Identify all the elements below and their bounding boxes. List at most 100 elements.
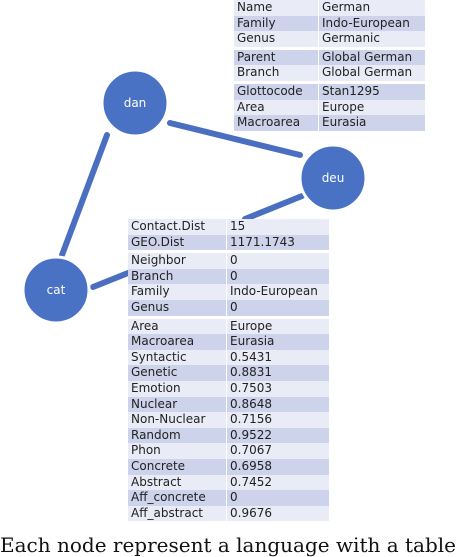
edge-table-value: 0.8648 [226,396,329,413]
language-table-value: Eurasia [318,115,425,131]
edge-cat-deu [90,270,131,290]
language-table-value: Indo-European [318,15,425,32]
edge-table-value: 0.7503 [226,380,329,397]
language-table-spacer [234,80,425,84]
edge-table-key: Aff_abstract [128,505,227,522]
language-table-key: Macroarea [234,115,319,131]
edge-table-key: Family [128,284,227,300]
language-table-value: Germanic [318,31,425,47]
edge-table-spacer [128,315,329,319]
edge-table-value: 0 [226,490,329,506]
language-table-key: Branch [234,65,319,81]
language-table-key: Glottocode [234,83,319,100]
edge-table-value: 0.7067 [226,443,329,459]
node-dan-label: dan [124,96,147,110]
edge-table-key: Emotion [128,380,227,397]
edge-table-value: 0 [226,253,329,269]
edge-table-value: Europe [226,318,329,335]
edge-table-value: 0.6958 [226,458,329,475]
node-cat-label: cat [47,283,66,297]
edge-table-key: Aff_concrete [128,490,227,506]
edge-table-spacer [128,250,329,254]
language-table-value: Global German [318,65,425,81]
edge-table-value: Eurasia [226,334,329,350]
language-table-key: Name [234,0,319,16]
edge-table-value: 0 [226,299,329,316]
edge-table-key: Neighbor [128,253,227,269]
edge-table-key: Nuclear [128,396,227,413]
edge-table-value: 0.7452 [226,474,329,491]
language-table-value: Europe [318,99,425,116]
edge-table-key: Concrete [128,458,227,475]
node-dan[interactable]: dan [100,68,170,138]
node-cat[interactable]: cat [21,255,91,325]
node-dan-circle [100,68,170,138]
edge-table-value: 0.5431 [226,349,329,366]
edge-table-key: Abstract [128,474,227,491]
language-table-key: Parent [234,49,319,66]
language-table-key: Family [234,15,319,32]
node-cat-circle [21,255,91,325]
edge-table-value: Indo-European [226,284,329,300]
edge-table-key: Phon [128,443,227,459]
edge-table-value: 1171.1743 [226,234,329,251]
edge-table-key: Random [128,427,227,444]
edge-deu-table [242,193,305,222]
edge-table-value: 0 [226,268,329,285]
edge-table-key: GEO.Dist [128,234,227,251]
edge-table-value: 0.9522 [226,427,329,444]
language-table-value: German [318,0,425,16]
edge-table-key: Genetic [128,365,227,381]
edge-table-key: Area [128,318,227,335]
language-table-value: Global German [318,49,425,66]
edge-table-key: Contact.Dist [128,219,227,235]
figure-caption: Each node represent a language with a ta… [0,533,457,557]
language-table-key: Genus [234,31,319,47]
node-deu-circle [298,143,368,213]
language-table-spacer [234,46,425,50]
language-table-value: Stan1295 [318,83,425,100]
edge-dan-deu [167,120,303,158]
edge-table-key: Macroarea [128,334,227,350]
edge-table-key: Branch [128,268,227,285]
edge-dan-cat [59,132,110,258]
edge-table-key: Genus [128,299,227,316]
edge-table-value: 0.8831 [226,365,329,381]
node-deu[interactable]: deu [298,143,368,213]
edge-table-key: Syntactic [128,349,227,366]
edge-table-key: Non-Nuclear [128,412,227,428]
language-table-key: Area [234,99,319,116]
edge-table-value: 0.7156 [226,412,329,428]
edge-table-value: 0.9676 [226,505,329,522]
edge-table-value: 15 [226,219,329,235]
